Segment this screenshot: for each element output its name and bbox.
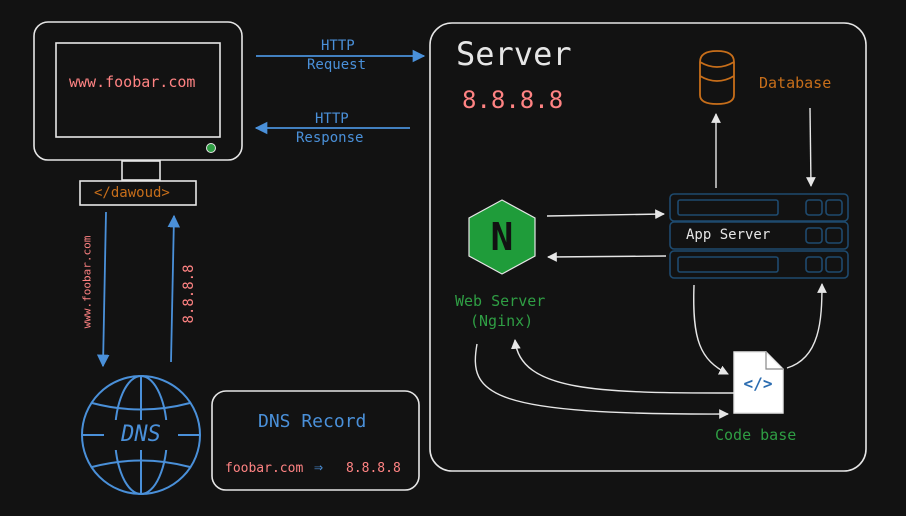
database-icon [699,50,735,105]
monitor [33,21,243,181]
dns-query-label: www.foobar.com [80,235,94,329]
nginx-logo-icon [468,199,536,275]
dns-record-domain: foobar.com [225,461,304,476]
http-response-label-line2: Response [296,130,364,146]
power-led-icon [206,143,216,153]
code-icon-glyph: </> [743,374,773,393]
app-to-code-arrow [693,284,729,375]
code-file-icon [733,351,784,414]
monitor-base [79,180,197,206]
dns-globe-label: DNS [121,422,161,447]
owner-tag: </dawoud> [94,185,170,201]
server-title: Server [456,35,572,73]
globe-label-backdrop [104,420,178,450]
web-to-app-arrow [546,209,665,220]
dns-answer-label: 8.8.8.8 [181,264,197,324]
server-ip: 8.8.8.8 [462,86,564,114]
monitor-stand [121,160,161,181]
dns-query-arrow [96,211,110,368]
server-container [429,22,867,472]
dns-record-arrow: ⇒ [314,458,324,476]
app-server-label: App Server [686,227,771,243]
dns-answer-arrow [167,214,181,363]
monitor-screen [55,42,221,138]
http-response-label-line1: HTTP [315,111,349,127]
dns-record-title: DNS Record [258,411,367,432]
monitor-frame [33,21,243,161]
code-to-app-arrow [786,283,827,369]
database-to-app-arrow [805,107,816,187]
dns-record-box [211,390,420,491]
nginx-letter: N [490,215,514,259]
dns-record-ip: 8.8.8.8 [346,461,401,476]
web-to-code-arrow [474,343,729,419]
web-server-label: Web Server [455,292,546,310]
app-to-web-arrow [547,252,667,262]
app-server-rack [669,193,849,279]
browser-url: www.foobar.com [69,73,196,91]
web-server-sublabel: (Nginx) [470,312,534,330]
database-label: Database [759,74,832,92]
code-to-web-arrow [510,339,735,394]
code-base-label: Code base [715,426,797,444]
http-request-label-line2: Request [307,57,367,73]
http-request-label-line1: HTTP [321,38,355,54]
